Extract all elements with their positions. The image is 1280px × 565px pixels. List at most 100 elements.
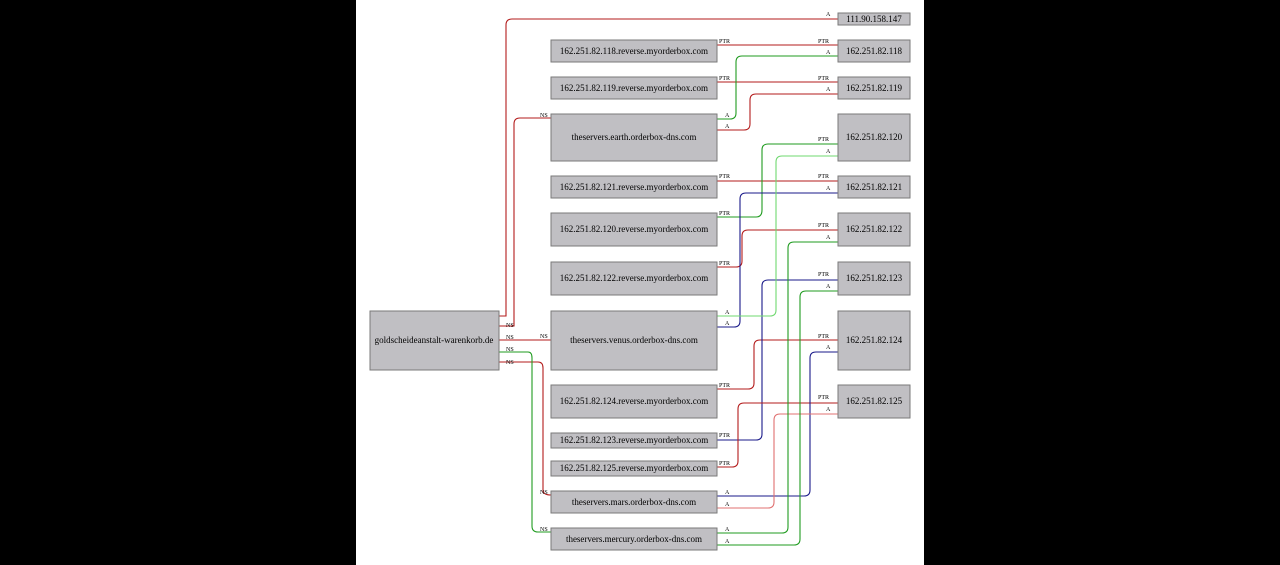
node-label: 162.251.82.118: [846, 46, 902, 56]
node-label: 162.251.82.125.reverse.myorderbox.com: [560, 463, 708, 473]
edge-ns-domain-mars: [499, 361, 552, 496]
node-label: theservers.earth.orderbox-dns.com: [572, 132, 697, 142]
ns-source-label-4: NS: [506, 360, 514, 366]
edge-ns-domain-earth: [499, 117, 551, 327]
ptr-source-label-7: PTR: [719, 433, 730, 439]
a-source-label-7: A: [725, 527, 730, 533]
node-ip-122[interactable]: 162.251.82.122: [837, 212, 911, 247]
node-label: theservers.mars.orderbox-dns.com: [572, 497, 696, 507]
edge-a-venus-121-line: [717, 192, 838, 328]
edge-ptr-119-label: PTR: [818, 76, 829, 82]
edge-a-venus-120-label: A: [826, 149, 831, 155]
a-source-label-2: A: [725, 124, 730, 130]
edge-a-mercury-122b-label: A: [826, 235, 831, 241]
node-ip-111-90-158-147[interactable]: 111.90.158.147: [837, 12, 911, 26]
node-domain-label: goldscheideanstalt-warenkorb.de: [375, 335, 494, 345]
edge-a-mars-124: [717, 351, 838, 497]
edge-a-earth-119-label: A: [826, 87, 831, 93]
node-rev-119[interactable]: 162.251.82.119.reverse.myorderbox.com: [550, 76, 718, 100]
edge-ns-domain-venus-label: NS: [540, 334, 548, 340]
node-rev-120[interactable]: 162.251.82.120.reverse.myorderbox.com: [550, 212, 718, 247]
node-ip-118[interactable]: 162.251.82.118: [837, 39, 911, 63]
node-label: 162.251.82.119: [846, 83, 902, 93]
node-label: 162.251.82.120.reverse.myorderbox.com: [560, 224, 708, 234]
edge-ns-domain-ip147-line: [499, 18, 838, 317]
edge-labels: ANSNSNSNSPTRPTRPTRPTRPTRPTRPTRPTRAAAAAAA…: [506, 12, 831, 545]
node-label: theservers.venus.orderbox-dns.com: [570, 335, 698, 345]
dns-graph: ANSNSNSNSPTRPTRPTRPTRPTRPTRPTRPTRAAAAAAA…: [369, 12, 911, 551]
edge-ptr-124-line: [717, 339, 838, 390]
node-label: 162.251.82.125: [846, 396, 903, 406]
node-label: 111.90.158.147: [846, 14, 902, 24]
node-ip-124[interactable]: 162.251.82.124: [837, 310, 911, 371]
edge-ptr-122-line: [717, 229, 838, 268]
edge-ptr-125: [717, 402, 838, 468]
node-ip-120[interactable]: 162.251.82.120: [837, 113, 911, 162]
edge-ns-domain-ip147-label: A: [826, 12, 831, 18]
ns-source-label-1: NS: [506, 323, 514, 329]
edge-ptr-125-label: PTR: [818, 395, 829, 401]
node-ip-121[interactable]: 162.251.82.121: [837, 175, 911, 199]
node-rev-124[interactable]: 162.251.82.124.reverse.myorderbox.com: [550, 384, 718, 419]
node-earth[interactable]: theservers.earth.orderbox-dns.com: [550, 113, 718, 162]
edge-ptr-120-label: PTR: [818, 137, 829, 143]
edge-a-earth-118-line: [717, 55, 838, 120]
node-rev-122[interactable]: 162.251.82.122.reverse.myorderbox.com: [550, 261, 718, 296]
node-label: 162.251.82.118.reverse.myorderbox.com: [560, 46, 708, 56]
edge-a-venus-120: [717, 155, 838, 317]
node-domain[interactable]: goldscheideanstalt-warenkorb.de: [369, 310, 500, 371]
ptr-source-label-8: PTR: [719, 461, 730, 467]
edge-a-mars-124-label: A: [826, 345, 831, 351]
node-rev-118[interactable]: 162.251.82.118.reverse.myorderbox.com: [550, 39, 718, 63]
ns-source-label-3: NS: [506, 347, 514, 353]
edge-a-mercury-123: [717, 290, 838, 546]
edge-ptr-120: [717, 143, 838, 218]
node-label: 162.251.82.122: [846, 224, 902, 234]
edge-a-mercury-123-label: A: [826, 284, 831, 290]
node-rev-125[interactable]: 162.251.82.125.reverse.myorderbox.com: [550, 460, 718, 477]
node-label: 162.251.82.119.reverse.myorderbox.com: [560, 83, 708, 93]
node-label: 162.251.82.123: [846, 273, 903, 283]
ptr-source-label-6: PTR: [719, 383, 730, 389]
edge-a-venus-121-label: A: [826, 186, 831, 192]
ptr-source-label-2: PTR: [719, 76, 730, 82]
ns-source-label-2: NS: [506, 335, 514, 341]
node-label: 162.251.82.121.reverse.myorderbox.com: [560, 182, 708, 192]
node-ip-123[interactable]: 162.251.82.123: [837, 261, 911, 296]
nodes: goldscheideanstalt-warenkorb.de 111.90.1…: [369, 12, 911, 551]
edge-a-mars-122-line: [717, 413, 838, 509]
edge-a-earth-118-label: A: [826, 50, 831, 56]
a-source-label-5: A: [725, 490, 730, 496]
node-rev-123[interactable]: 162.251.82.123.reverse.myorderbox.com: [550, 432, 718, 449]
edge-a-mercury-123-line: [717, 290, 838, 546]
edge-ns-domain-mars-line: [499, 361, 552, 496]
edge-a-earth-119-line: [717, 93, 838, 131]
edge-ns-domain-mercury-label: NS: [540, 527, 548, 533]
node-label: 162.251.82.122.reverse.myorderbox.com: [560, 273, 708, 283]
node-ip-119[interactable]: 162.251.82.119: [837, 76, 911, 100]
edge-ns-domain-mercury: [499, 351, 551, 533]
node-rev-121[interactable]: 162.251.82.121.reverse.myorderbox.com: [550, 175, 718, 199]
edge-a-earth-118: [717, 55, 838, 120]
a-source-label-8: A: [725, 539, 730, 545]
edge-ptr-123-line: [717, 279, 838, 441]
node-label: theservers.mercury.orderbox-dns.com: [566, 534, 702, 544]
edge-ns-domain-earth-line: [499, 117, 551, 327]
edge-ptr-122: [717, 229, 838, 268]
edge-ns-domain-mars-label: NS: [540, 490, 548, 496]
ptr-source-label-4: PTR: [719, 211, 730, 217]
node-mars[interactable]: theservers.mars.orderbox-dns.com: [550, 490, 718, 514]
node-label: 162.251.82.124: [846, 335, 903, 345]
ptr-source-label-1: PTR: [719, 39, 730, 45]
node-label: 162.251.82.121: [846, 182, 902, 192]
edge-ptr-120-line: [717, 143, 838, 218]
edge-a-mercury-122b: [717, 241, 838, 534]
node-venus[interactable]: theservers.venus.orderbox-dns.com: [550, 310, 718, 371]
edge-ptr-124-label: PTR: [818, 334, 829, 340]
edge-a-mercury-122b-line: [717, 241, 838, 534]
edge-ptr-123: [717, 279, 838, 441]
node-ip-125[interactable]: 162.251.82.125: [837, 384, 911, 419]
edge-ns-domain-earth-label: NS: [540, 113, 548, 119]
node-mercury[interactable]: theservers.mercury.orderbox-dns.com: [550, 527, 718, 551]
